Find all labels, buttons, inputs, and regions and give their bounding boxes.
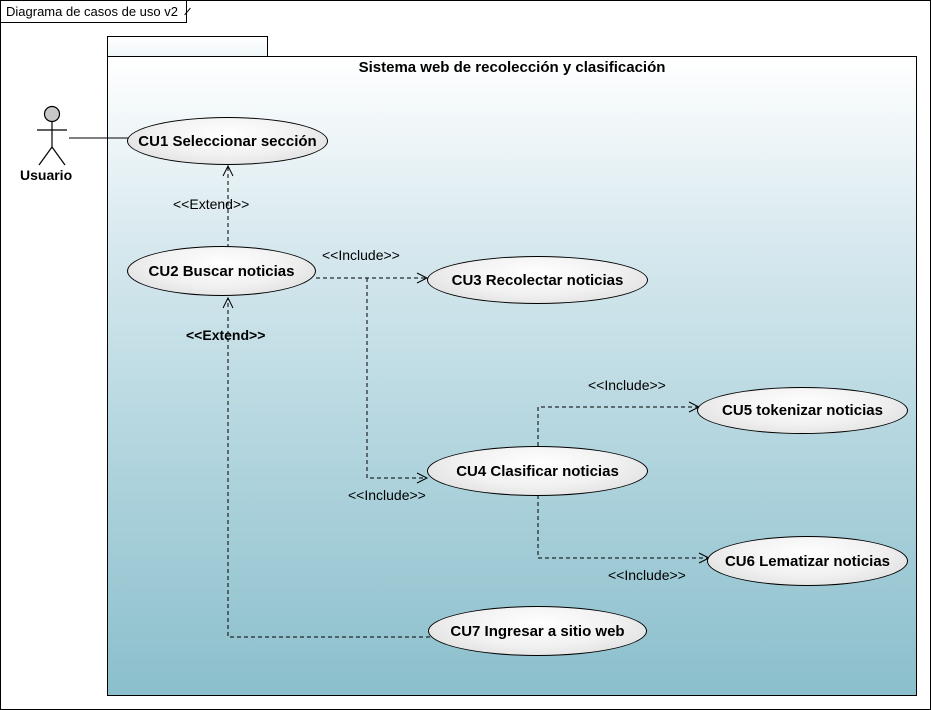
include-cu4-cu6-label: <<Include>> [608,567,686,583]
extend-cu2-cu1-arrowhead [222,164,234,177]
usecase-cu1[interactable]: CU1 Seleccionar sección [127,117,328,165]
extend-cu7-cu2-label: <<Extend>> [186,327,266,343]
frame-title: Diagrama de casos de uso v2 [1,1,187,23]
extend-cu7-cu2-line [227,298,430,638]
include-cu4-cu5-label: <<Include>> [588,377,666,393]
usecase-cu6[interactable]: CU6 Lematizar noticias [707,536,908,586]
include-cu2-cu4-label: <<Include>> [348,487,426,503]
extend-cu7-cu2-arrowhead [222,296,234,309]
include-cu2-cu4-line [366,278,426,479]
usecase-cu5[interactable]: CU5 tokenizar noticias [697,387,908,434]
actor-head [43,105,61,123]
system-title: Sistema web de recolección y clasificaci… [358,59,666,76]
system-boundary[interactable]: Sistema web de recolección y clasificaci… [107,56,917,696]
include-cu4-cu5-line [537,406,698,446]
actor-figure[interactable] [37,105,67,166]
actor-label: Usuario [20,167,73,183]
include-cu2-cu3-label: <<Include>> [322,247,400,263]
usecase-cu2[interactable]: CU2 Buscar noticias [127,246,316,296]
usecase-cu7[interactable]: CU7 Ingresar a sitio web [428,606,647,656]
usecase-cu4[interactable]: CU4 Clasificar noticias [427,446,648,496]
extend-cu2-cu1-label: <<Extend>> [173,196,250,212]
include-cu2-cu4-arrowhead [416,472,429,484]
system-boundary-tab [107,36,268,57]
usecase-cu3[interactable]: CU3 Recolectar noticias [427,256,648,304]
include-cu4-cu6-line [537,495,708,559]
